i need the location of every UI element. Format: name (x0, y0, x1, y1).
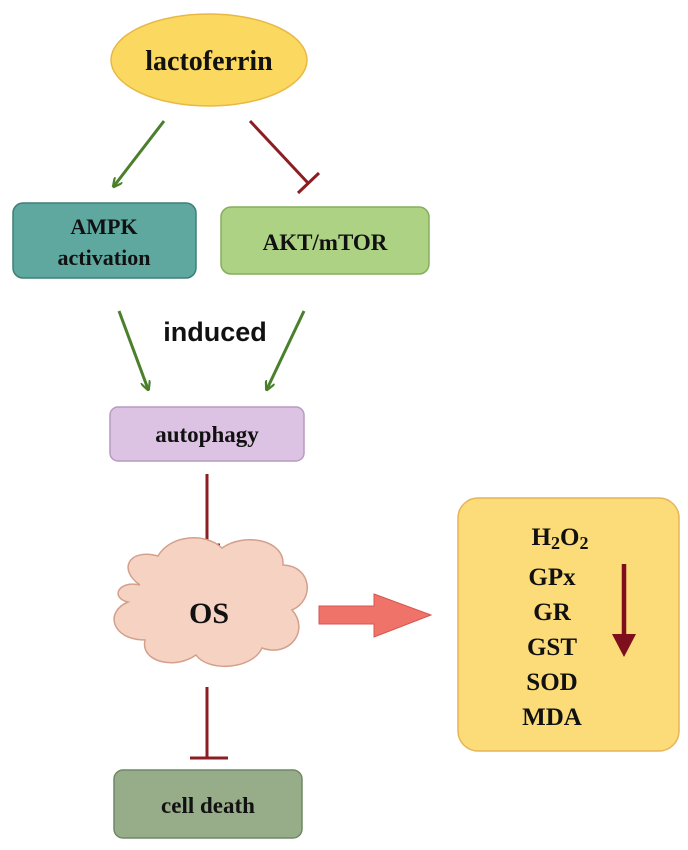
ampk-node: AMPK activation (12, 202, 197, 279)
marker-gpx: GPx (528, 564, 576, 591)
autophagy-node: autophagy (109, 406, 305, 462)
induce-arrow-right (267, 310, 306, 389)
lactoferrin-label: lactoferrin (145, 46, 273, 77)
lactoferrin-node: lactoferrin (110, 13, 308, 107)
os-label: OS (189, 597, 229, 630)
cell-death-box (113, 769, 303, 839)
marker-sod: SOD (526, 669, 577, 696)
activate-arrow-ampk (114, 120, 166, 186)
inhibit-arrow-os (194, 474, 220, 547)
os-to-markers-arrow (318, 593, 433, 638)
markers-box (457, 497, 680, 752)
marker-gst: GST (527, 634, 577, 661)
cell-death-node: cell death (113, 769, 303, 839)
marker-mda: MDA (522, 704, 582, 731)
decrease-arrow-icon (612, 564, 636, 657)
cell-death-label: cell death (161, 793, 255, 818)
ampk-box (12, 202, 197, 279)
os-node: OS (113, 537, 308, 667)
os-cloud (113, 537, 308, 667)
lactoferrin-ellipse (110, 13, 308, 107)
ampk-label-line1: AMPK (70, 214, 137, 239)
induce-arrow-left (117, 310, 148, 389)
autophagy-label: autophagy (155, 422, 259, 447)
marker-h2o2: H2O2 (532, 524, 589, 553)
ampk-label-line2: activation (58, 245, 151, 270)
inhibit-arrow-cell-death (190, 687, 228, 760)
akt-mtor-box (220, 206, 430, 275)
induced-label: induced (163, 317, 267, 347)
marker-gr: GR (533, 599, 571, 626)
akt-mtor-label: AKT/mTOR (263, 230, 388, 255)
oxidative-markers-panel: H2O2 GPx GR GST SOD MDA (457, 497, 680, 752)
akt-mtor-node: AKT/mTOR (220, 206, 430, 275)
inhibit-arrow-akt (248, 119, 321, 195)
autophagy-box (109, 406, 305, 462)
